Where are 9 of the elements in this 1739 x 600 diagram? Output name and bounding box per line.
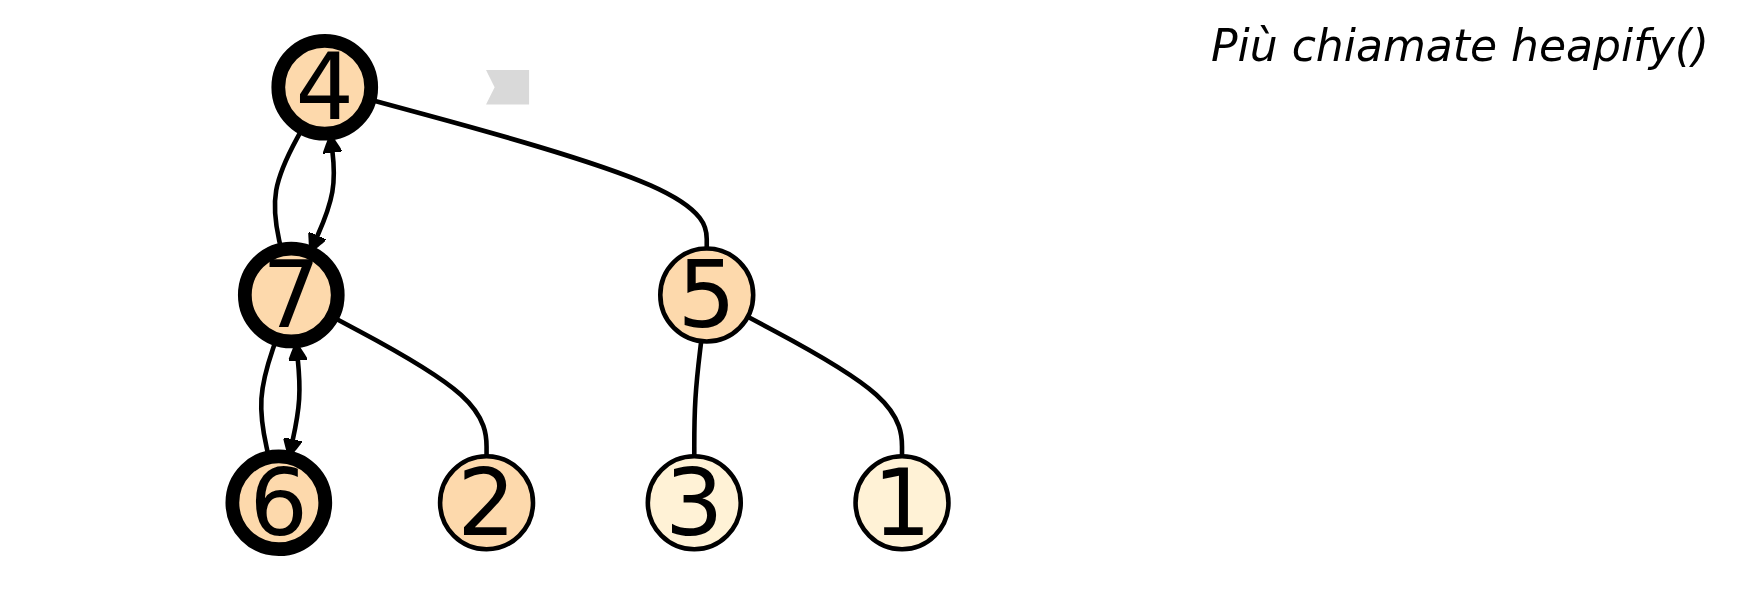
node-arrow bbox=[486, 70, 530, 105]
node-circle: 6 bbox=[225, 449, 333, 557]
node-circle: 2 bbox=[437, 454, 536, 552]
node-circle: 4 bbox=[271, 33, 379, 141]
diagram-title: Più chiamate heapify() bbox=[1211, 20, 1709, 71]
node-circle: 7 bbox=[238, 241, 345, 349]
node-circle: 5 bbox=[658, 246, 756, 344]
node-circle: 3 bbox=[645, 454, 744, 552]
node-circle: 1 bbox=[853, 454, 951, 552]
